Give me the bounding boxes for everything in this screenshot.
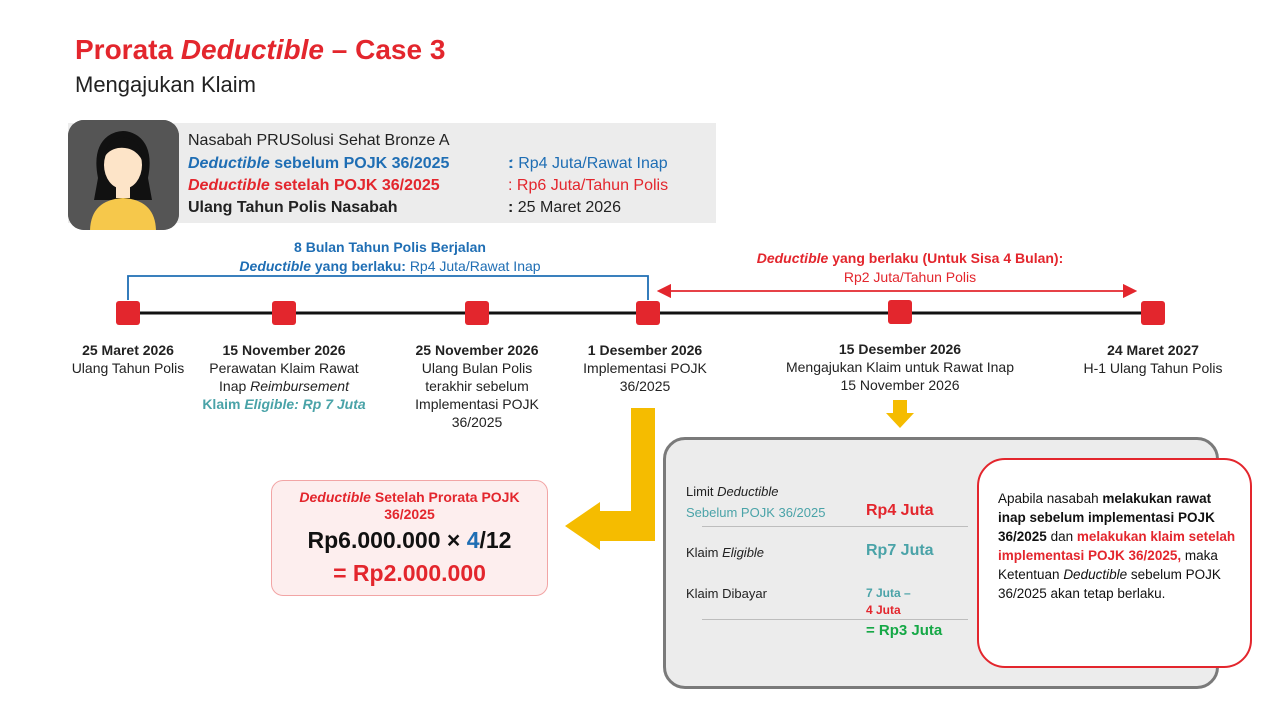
policy-anniversary-value: : 25 Maret 2026 bbox=[508, 199, 621, 216]
bracket-right-title: Deductible yang berlaku (Untuk Sisa 4 Bu… bbox=[756, 250, 1064, 266]
paid-line2: 4 Juta bbox=[866, 603, 901, 617]
customer-avatar-icon bbox=[68, 120, 179, 230]
timeline-marker-5 bbox=[888, 300, 912, 324]
event-policy-start: 25 Maret 2026 Ulang Tahun Polis bbox=[71, 342, 185, 376]
paid-result: = Rp3 Juta bbox=[866, 622, 943, 639]
timeline-marker-6 bbox=[1141, 301, 1165, 325]
limit-label: Limit Deductible bbox=[686, 484, 779, 499]
eligible-label: Klaim Eligible bbox=[686, 545, 765, 560]
bracket-right-subtitle: Rp2 Juta/Tahun Polis bbox=[843, 269, 977, 285]
page-title: Prorata Deductible – Case 3 bbox=[75, 34, 446, 65]
deductible-after-value: : Rp6 Juta/Tahun Polis bbox=[508, 177, 669, 194]
limit-sublabel: Sebelum POJK 36/2025 bbox=[686, 505, 826, 520]
event-policy-end: 24 Maret 2027 H-1 Ulang Tahun Polis bbox=[1083, 342, 1223, 376]
event-last-monthly: 25 November 2026 Ulang Bulan Polis terak… bbox=[415, 342, 539, 430]
deductible-before-label: Deductible sebelum POJK 36/2025 bbox=[188, 155, 450, 172]
paid-label: Klaim Dibayar bbox=[686, 586, 767, 601]
page-subtitle: Mengajukan Klaim bbox=[75, 72, 256, 97]
event-treatment: 15 November 2026 Perawatan Klaim Rawat I… bbox=[202, 342, 366, 412]
timeline-marker-3 bbox=[465, 301, 489, 325]
paid-line1: 7 Juta – bbox=[866, 586, 911, 600]
deductible-after-label: Deductible setelah POJK 36/2025 bbox=[188, 177, 440, 194]
eligible-value: Rp7 Juta bbox=[866, 542, 934, 559]
limit-value: Rp4 Juta bbox=[866, 502, 934, 519]
customer-name: Nasabah PRUSolusi Sehat Bronze A bbox=[188, 132, 450, 149]
prorata-formula: Rp6.000.000 × 4/12 bbox=[307, 527, 512, 553]
timeline-marker-4 bbox=[636, 301, 660, 325]
note-text: Apabila nasabah melakukan rawat inap seb… bbox=[998, 491, 1236, 601]
note-callout: Apabila nasabah melakukan rawat inap seb… bbox=[977, 458, 1252, 668]
timeline-marker-2 bbox=[272, 301, 296, 325]
deductible-before-value: :: Rp4 Juta/Rawat Inap bbox=[508, 155, 668, 172]
bracket-left-subtitle: Deductible yang berlaku: Rp4 Juta/Rawat … bbox=[239, 258, 541, 274]
divider bbox=[702, 526, 968, 527]
event-claim-submission: 15 Desember 2026 Mengajukan Klaim untuk … bbox=[785, 341, 1015, 393]
event-implementation: 1 Desember 2026 Implementasi POJK 36/202… bbox=[583, 342, 707, 394]
policy-anniversary-label: Ulang Tahun Polis Nasabah bbox=[188, 199, 398, 216]
timeline-marker-1 bbox=[116, 301, 140, 325]
prorata-result: = Rp2.000.000 bbox=[333, 560, 486, 586]
bracket-left-title: 8 Bulan Tahun Polis Berjalan bbox=[294, 239, 486, 255]
divider bbox=[702, 619, 968, 620]
